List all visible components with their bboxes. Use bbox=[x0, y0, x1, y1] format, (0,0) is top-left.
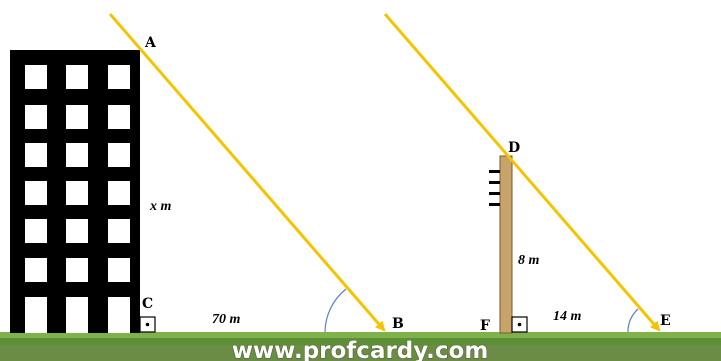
building-window bbox=[66, 297, 88, 333]
building-window bbox=[66, 219, 88, 243]
pole-shadow-label: 14 m bbox=[553, 309, 582, 324]
building-window bbox=[108, 181, 130, 205]
pole bbox=[489, 155, 513, 334]
point-label-f: F bbox=[480, 318, 490, 334]
ground bbox=[0, 332, 721, 361]
building-windows bbox=[25, 65, 130, 333]
point-label-b: B bbox=[392, 316, 404, 332]
building-window bbox=[25, 65, 47, 89]
building-window bbox=[108, 297, 130, 333]
building-window bbox=[66, 65, 88, 89]
building-window bbox=[108, 105, 130, 129]
building-window bbox=[66, 105, 88, 129]
point-label-e: E bbox=[660, 313, 671, 329]
point-label-d: D bbox=[508, 140, 520, 156]
point-label-c: C bbox=[142, 296, 153, 312]
building-window bbox=[25, 181, 47, 205]
building bbox=[10, 50, 140, 333]
angle-arc-e bbox=[627, 308, 639, 333]
building-window bbox=[66, 143, 88, 167]
right-angle-marker-f bbox=[511, 316, 528, 333]
building-window bbox=[25, 143, 47, 167]
building-window bbox=[25, 258, 47, 282]
sun-ray-building bbox=[108, 13, 386, 332]
watermark: www.profcardy.com bbox=[232, 338, 489, 361]
building-shadow-label: 70 m bbox=[212, 312, 241, 327]
pole-height-label: 8 m bbox=[518, 253, 540, 268]
angle-arc-b bbox=[324, 288, 347, 333]
right-angle-marker-c bbox=[139, 316, 156, 333]
building-height-label: x m bbox=[149, 199, 172, 214]
building-window bbox=[108, 143, 130, 167]
building-window bbox=[66, 181, 88, 205]
building-window bbox=[66, 258, 88, 282]
building-window bbox=[25, 219, 47, 243]
building-window bbox=[25, 105, 47, 129]
point-label-a: A bbox=[144, 35, 157, 51]
building-window bbox=[108, 258, 130, 282]
building-window bbox=[25, 297, 47, 333]
building-window bbox=[108, 65, 130, 89]
sun-ray-pole bbox=[383, 13, 661, 332]
building-window bbox=[108, 219, 130, 243]
